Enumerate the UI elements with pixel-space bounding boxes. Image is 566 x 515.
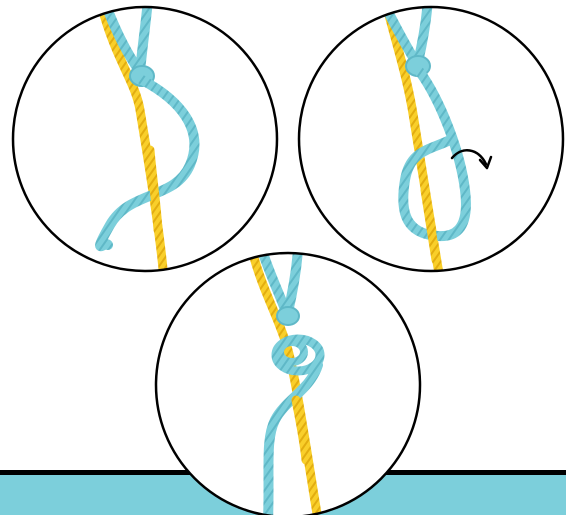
panel-step-2 — [299, 0, 563, 280]
panel-step-1 — [13, 0, 277, 280]
blue-knot-top — [277, 307, 299, 325]
panel-step-3 — [156, 250, 420, 515]
